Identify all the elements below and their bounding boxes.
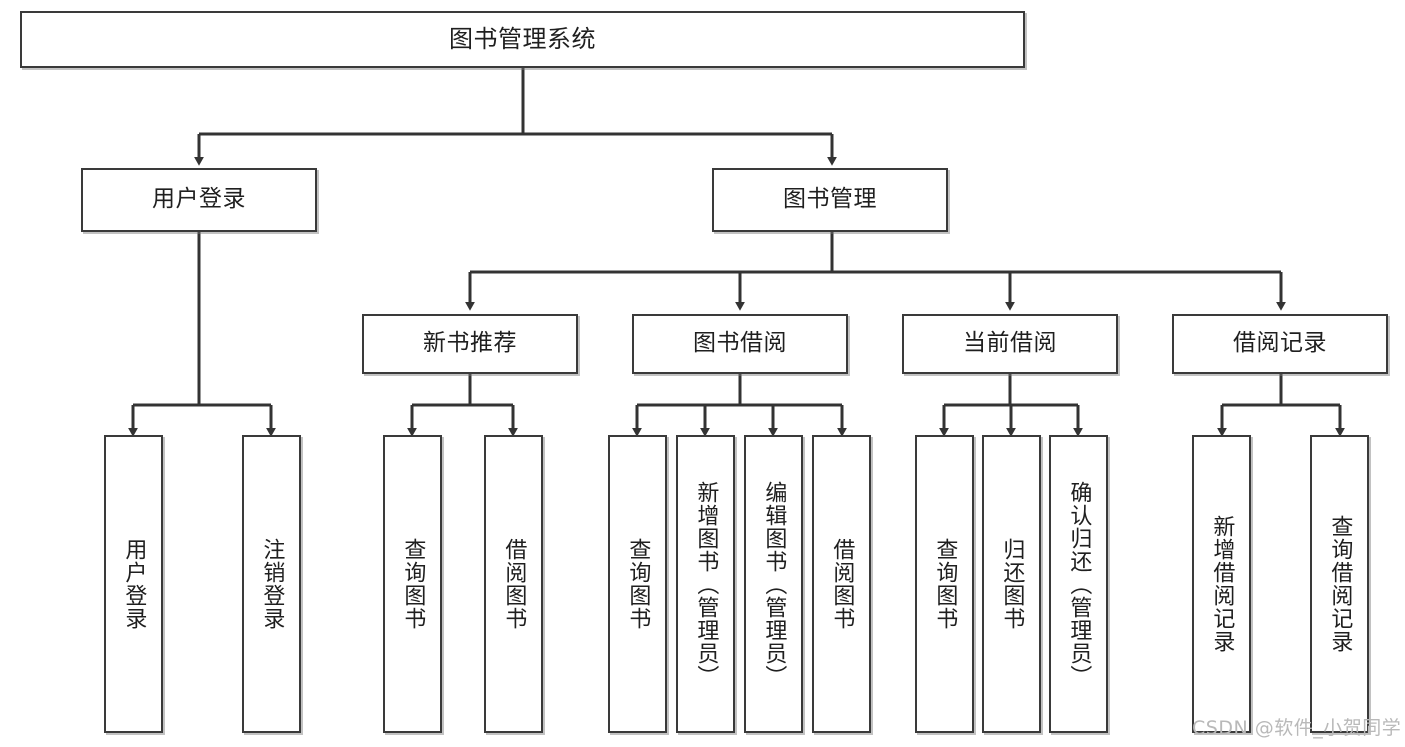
node-book-management[interactable]: 图书管理: [712, 168, 948, 232]
node-label: 图书借阅: [693, 330, 787, 357]
node-label: 新增借阅记录: [1209, 515, 1235, 653]
leaf-borrow-book[interactable]: 借阅图书: [812, 435, 871, 733]
node-new-book-recommend[interactable]: 新书推荐: [362, 314, 578, 374]
leaf-logout[interactable]: 注销登录: [242, 435, 301, 733]
node-label: 用户登录: [152, 186, 246, 213]
node-label: 新书推荐: [423, 330, 517, 357]
node-label: 借阅图书: [501, 538, 527, 630]
leaf-confirm-return-admin[interactable]: 确认归还（管理员）: [1049, 435, 1108, 733]
node-label: 确认归还（管理员）: [1066, 480, 1092, 688]
node-label: 图书管理: [783, 186, 877, 213]
leaf-query-borrow-record[interactable]: 查询借阅记录: [1310, 435, 1369, 733]
leaf-return-book[interactable]: 归还图书: [982, 435, 1041, 733]
csdn-watermark: CSDN @软件_小贺同学: [1192, 717, 1402, 739]
leaf-add-book-admin[interactable]: 新增图书（管理员）: [676, 435, 735, 733]
node-label: 新增图书（管理员）: [693, 480, 719, 688]
leaf-query-book-current[interactable]: 查询图书: [915, 435, 974, 733]
leaf-edit-book-admin[interactable]: 编辑图书（管理员）: [744, 435, 803, 733]
node-current-borrow[interactable]: 当前借阅: [902, 314, 1118, 374]
node-book-borrow[interactable]: 图书借阅: [632, 314, 848, 374]
node-label: 编辑图书（管理员）: [761, 480, 787, 688]
leaf-query-book-borrow[interactable]: 查询图书: [608, 435, 667, 733]
node-label: 借阅图书: [829, 538, 855, 630]
leaf-add-borrow-record[interactable]: 新增借阅记录: [1192, 435, 1251, 733]
node-label: 归还图书: [999, 538, 1025, 630]
node-label: 查询借阅记录: [1327, 515, 1353, 653]
node-label: 查询图书: [932, 538, 958, 630]
node-user-login[interactable]: 用户登录: [81, 168, 317, 232]
node-label: 注销登录: [259, 538, 285, 630]
node-label: 查询图书: [625, 538, 651, 630]
node-label: 用户登录: [121, 538, 147, 630]
node-label: 图书管理系统: [449, 25, 596, 54]
node-label: 借阅记录: [1233, 330, 1327, 357]
node-book-management-system[interactable]: 图书管理系统: [20, 11, 1025, 68]
leaf-borrow-book-recommend[interactable]: 借阅图书: [484, 435, 543, 733]
node-label: 当前借阅: [963, 330, 1057, 357]
node-borrow-record[interactable]: 借阅记录: [1172, 314, 1388, 374]
node-label: 查询图书: [400, 538, 426, 630]
leaf-user-login[interactable]: 用户登录: [104, 435, 163, 733]
leaf-query-book-recommend[interactable]: 查询图书: [383, 435, 442, 733]
